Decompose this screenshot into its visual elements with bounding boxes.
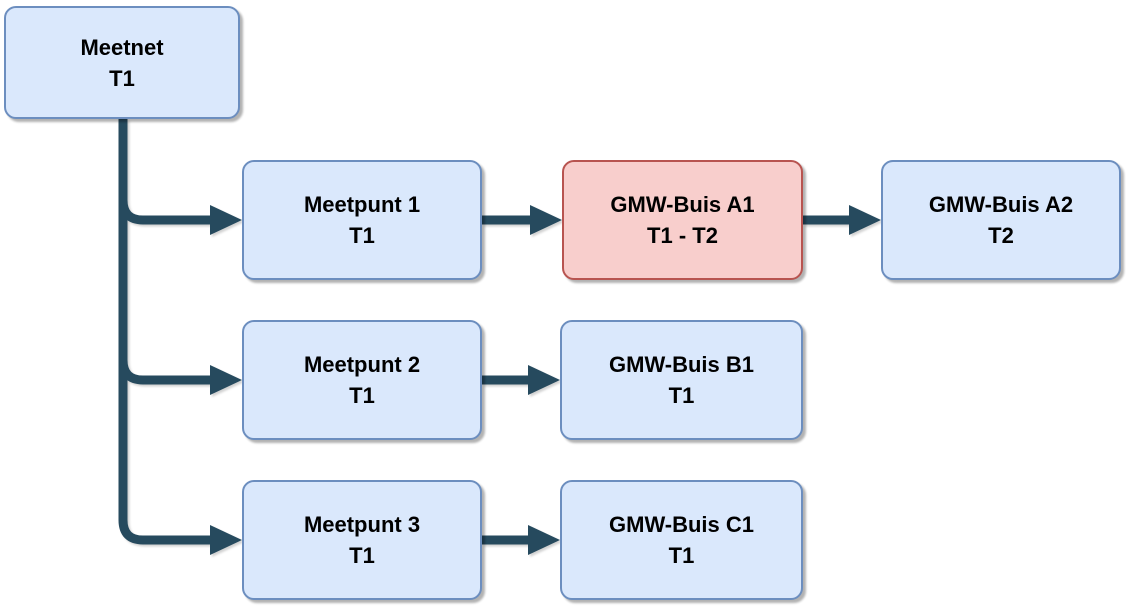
node-period: T2 (988, 223, 1014, 248)
arrowhead-meetpunt-1 (210, 205, 242, 235)
node-meetpunt-1: Meetpunt 1 T1 (242, 160, 482, 280)
node-gmw-buis-a2: GMW-Buis A2 T2 (881, 160, 1121, 280)
node-meetpunt-3: Meetpunt 3 T1 (242, 480, 482, 600)
arrowhead-meetpunt-2 (210, 365, 242, 395)
connector-meetnet-meetpunt-1 (118, 119, 216, 225)
node-label: Meetpunt 3 (303, 512, 421, 537)
arrowhead-gmw-a2 (849, 205, 881, 235)
node-label: GMW-Buis A2 (928, 192, 1074, 217)
connector-meetnet-meetpunt-2 (118, 119, 216, 385)
node-label: Meetpunt 1 (303, 192, 421, 217)
node-label: GMW-Buis C1 (609, 512, 754, 537)
node-period: T1 (668, 383, 695, 408)
node-meetpunt-2: Meetpunt 2 T1 (242, 320, 482, 440)
node-period: T1 (349, 543, 375, 568)
node-label: GMW-Buis A1 (610, 192, 755, 217)
node-label: Meetnet (80, 34, 164, 60)
node-label: Meetpunt 2 (303, 352, 421, 377)
connector-meetnet-meetpunt-3 (118, 119, 216, 545)
arrowhead-gmw-c1 (528, 525, 560, 555)
node-gmw-buis-a1: GMW-Buis A1 T1 - T2 (562, 160, 803, 280)
node-label: GMW-Buis B1 (609, 352, 754, 377)
node-period: T1 (349, 223, 375, 248)
node-gmw-buis-b1: GMW-Buis B1 T1 (560, 320, 803, 440)
arrowhead-gmw-b1 (528, 365, 560, 395)
node-period: T1 - T2 (647, 223, 718, 248)
node-gmw-buis-c1: GMW-Buis C1 T1 (560, 480, 803, 600)
node-meetnet: Meetnet T1 (4, 6, 240, 119)
arrowhead-meetpunt-3 (210, 525, 242, 555)
arrowhead-gmw-a1 (530, 205, 562, 235)
node-period: T1 (349, 383, 375, 408)
node-period: T1 (109, 65, 135, 91)
node-period: T1 (668, 543, 695, 568)
